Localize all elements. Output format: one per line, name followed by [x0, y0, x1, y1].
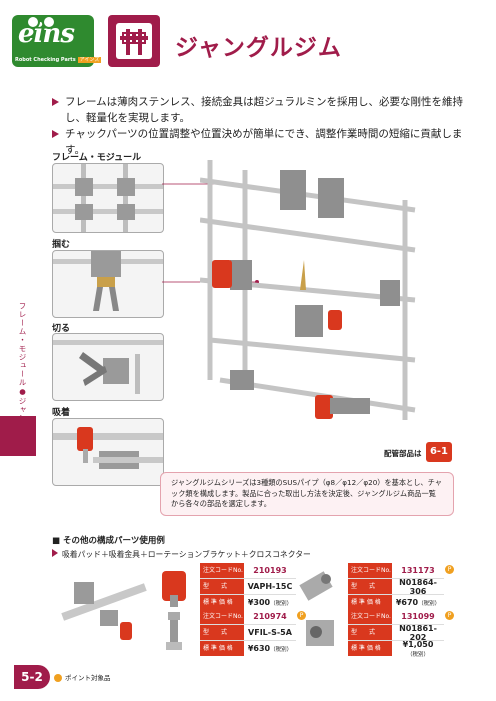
product-card: 注文コードNo. 131099 P 型 式 N01861-202 標 準 価 格 ¥1,… — [348, 609, 454, 658]
model-label: 型 式 — [348, 579, 392, 594]
reference-label: 配管部品は — [384, 449, 422, 458]
order-code: 210974 — [253, 612, 287, 621]
model-label: 型 式 — [200, 625, 244, 640]
model: VFIL-S-5A — [248, 628, 292, 637]
side-tab-marker — [0, 416, 36, 456]
section-subtitle: 吸着パッド＋吸着金具＋ローテーションブラケット＋クロスコネクター — [52, 549, 311, 560]
point-legend: ポイント対象品 — [54, 672, 111, 682]
price-label: 標 準 価 格 — [348, 595, 392, 610]
model: N01864-306 — [399, 577, 437, 596]
page-number: 5-2 — [14, 665, 50, 689]
frame-module-photo — [52, 163, 164, 233]
order-code-label: 注文コードNo. — [200, 563, 244, 578]
product-card: 注文コードNo. 131173 P 型 式 N01864-306 標 準 価 格¥67… — [348, 563, 454, 611]
jungle-gym-icon — [116, 23, 152, 59]
grip-photo — [52, 250, 164, 318]
feature-item: フレームは薄肉ステンレス、接続金具は超ジュラルミンを採用し、必要な剛性を維持し、… — [52, 94, 472, 126]
order-code: 131099 — [401, 612, 435, 621]
price: ¥670（税別） — [395, 598, 441, 607]
thumb-label-suction: 吸着 — [52, 408, 71, 418]
suction-fitting-photo — [166, 612, 182, 650]
model: N01861-202 — [399, 623, 437, 642]
point-icon: P — [445, 565, 454, 574]
model-label: 型 式 — [200, 579, 244, 594]
price-label: 標 準 価 格 — [200, 595, 244, 610]
info-box: ジャングルジムシリーズは3種類のSUSパイプ（φ8／φ12／φ20）を基本とし、… — [160, 472, 454, 516]
point-icon — [54, 674, 62, 682]
cut-photo — [52, 333, 164, 401]
product-card: 注文コードNo. 210974 P 型 式 VFIL-S-5A 標 準 価 格¥630… — [200, 609, 306, 657]
side-tab-text: フレーム・モジュール●ジャングルジム — [18, 302, 27, 457]
price-label: 標 準 価 格 — [200, 641, 244, 656]
assembly-photo — [61, 582, 147, 640]
cross-connector-photo — [306, 620, 334, 646]
rotation-bracket-photo — [299, 571, 333, 601]
thumb-label-grip: 掴む — [52, 240, 71, 250]
point-icon: P — [445, 611, 454, 620]
reference-page-badge[interactable]: 6-1 — [426, 442, 452, 462]
logo-eye-icon — [26, 15, 40, 29]
price: ¥1,050（税別） — [402, 639, 434, 658]
suction-photo — [52, 418, 164, 486]
page-title: ジャングルジム — [175, 35, 342, 61]
feature-list: フレームは薄肉ステンレス、接続金具は超ジュラルミンを採用し、必要な剛性を維持し、… — [52, 94, 472, 158]
thumb-label-frame: フレーム・モジュール — [52, 153, 142, 163]
price: ¥300（税別） — [247, 598, 293, 607]
feature-item: チャックパーツの位置調整や位置決めが簡単にでき、調整作業時間の短縮に貢献します。 — [52, 126, 472, 158]
section-title: ■ その他の構成パーツ使用例 — [52, 536, 165, 546]
order-code-label: 注文コードNo. — [200, 609, 244, 624]
price: ¥630（税別） — [247, 644, 293, 653]
suction-pad-photo — [162, 571, 186, 607]
order-code: 131173 — [401, 566, 435, 575]
order-code-label: 注文コードNo. — [348, 563, 392, 578]
model: VAPH-15C — [247, 582, 293, 591]
logo-eye-icon — [42, 15, 56, 29]
jungle-gym-photo — [200, 160, 416, 420]
thumb-label-cut: 切る — [52, 324, 71, 334]
order-code: 210193 — [253, 566, 287, 575]
point-icon: P — [297, 611, 306, 620]
price-label: 標 準 価 格 — [348, 641, 392, 656]
model-label: 型 式 — [348, 625, 392, 640]
order-code-label: 注文コードNo. — [348, 609, 392, 624]
